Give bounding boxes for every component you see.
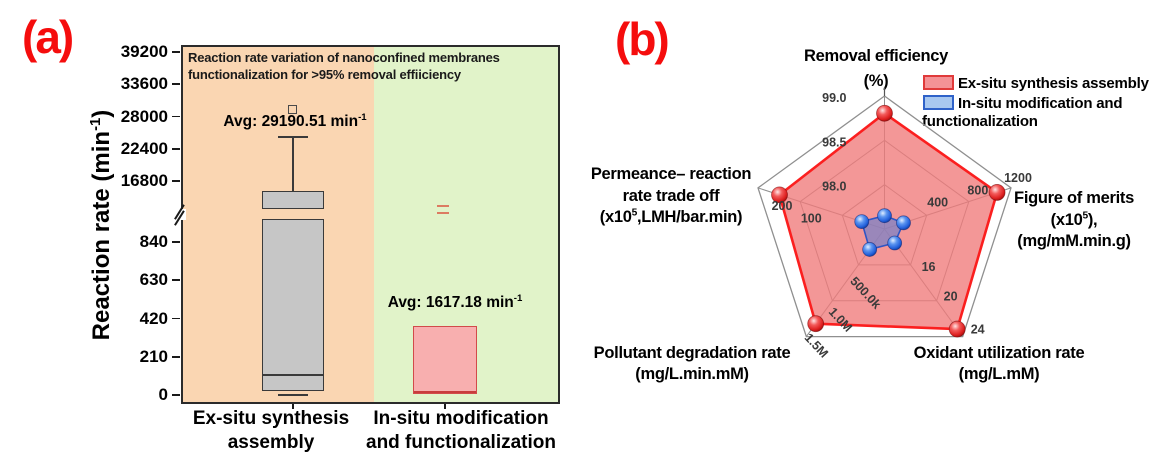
- y-tick-label: 840: [139, 232, 168, 251]
- mean-label-in-situ: Avg: 1617.18 min-1: [387, 292, 523, 311]
- y-tick-mark: [172, 241, 180, 243]
- y-tick-mark: [172, 115, 180, 118]
- category-in-situ-line2: and functionalization: [366, 432, 556, 453]
- annotation-line-1: Reaction rate variation of nanoconfined …: [188, 50, 500, 65]
- radar-tick-label: 99.0: [822, 91, 846, 105]
- radar-chart: 98.098.599.04008001200162024500.0k1.0M1.…: [757, 87, 1032, 361]
- y-tick-label: 28000: [120, 106, 168, 126]
- radar-tick-label: 20: [944, 290, 958, 304]
- y-tick-mark: [172, 355, 180, 358]
- radar-marker-in-situ: [854, 214, 870, 230]
- y-tick-mark: [172, 279, 180, 282]
- radar-tick-label: 1200: [1004, 171, 1032, 185]
- y-tick-mark: [172, 147, 180, 150]
- mean-marker-ex-situ: [288, 105, 297, 115]
- radar-tick-label: 400: [927, 195, 948, 209]
- radar-axis-title-removal-efficiency: Removal efficiency (%): [803, 47, 949, 90]
- category-in-situ-line1: In-situ modification: [373, 408, 549, 429]
- panel-a-label: (a): [22, 11, 74, 63]
- category-ex-situ-line1: Ex-situ synthesis: [192, 408, 350, 429]
- y-tick-label: 630: [139, 270, 168, 290]
- box-ex-situ-upper: [262, 191, 324, 210]
- radar-marker-in-situ: [877, 208, 892, 224]
- y-tick-label: 420: [139, 308, 168, 328]
- whisker-line-ex-situ: [292, 136, 294, 192]
- radar-tick-label: 800: [967, 184, 988, 198]
- median-line-ex-situ: [263, 374, 323, 376]
- y-tick-mark: [172, 180, 180, 182]
- y-tick-label: 210: [139, 346, 168, 366]
- radar-tick-label: 98.5: [822, 135, 846, 149]
- radar-axis-title-pollutant-degradation: Pollutant degradation rate (mg/L.min.mM): [593, 344, 791, 383]
- y-tick-mark: [172, 317, 180, 320]
- x-tick-mark: [292, 404, 294, 409]
- radar-marker-in-situ: [896, 215, 911, 231]
- category-ex-situ-line2: assembly: [227, 432, 315, 453]
- radar-marker-ex-situ: [807, 315, 825, 333]
- y-tick-mark: [172, 83, 180, 86]
- y-tick-mark: [172, 394, 180, 396]
- radar-marker-ex-situ: [771, 186, 788, 204]
- mean-label-ex-situ: Avg: 29190.51 min-1: [223, 111, 367, 130]
- radar-marker-ex-situ: [876, 104, 893, 122]
- radar-tick-label: 1.5M: [802, 331, 831, 361]
- box-ex-situ-lower: [262, 218, 324, 392]
- radar-grid-ring: [757, 95, 1012, 338]
- x-tick-mark: [444, 404, 446, 409]
- radar-marker-in-situ: [862, 242, 878, 257]
- y-tick-label: 22400: [120, 138, 168, 158]
- radar-tick-label: 24: [971, 323, 985, 337]
- median-line-in-situ: [414, 391, 476, 394]
- whisker-cap-low-ex-situ: [278, 393, 308, 396]
- y-tick-label: 39200: [120, 42, 168, 61]
- radar-axis-title-permeance-tradeoff: Permeance– reaction rate trade off (x105…: [590, 165, 752, 226]
- legend-label-in-situ-line2: functionalization: [922, 113, 1038, 130]
- radar-marker-in-situ: [887, 235, 903, 251]
- annotation-line-2: functionalization for >95% removal effii…: [188, 67, 461, 82]
- panel-b-label: (b): [615, 13, 670, 65]
- legend-swatch-ex-situ: [923, 75, 954, 90]
- radar-marker-ex-situ: [948, 320, 966, 338]
- whisker-cap-high-ex-situ: [278, 135, 308, 138]
- radar-axis-title-figure-of-merits: Figure of merits (x105), (mg/mM.min.g): [1014, 189, 1134, 250]
- y-tick-label: 33600: [120, 74, 168, 94]
- y-tick-label: 0: [158, 385, 168, 404]
- legend-label-in-situ-line1: In-situ modification and: [958, 95, 1123, 112]
- mean-marker-in-situ: [437, 211, 449, 214]
- legend-label-ex-situ: Ex-situ synthesis assembly: [958, 75, 1149, 92]
- radar-tick-label: 100: [801, 211, 822, 225]
- y-tick-label: 16800: [120, 171, 168, 190]
- radar-axis-title-oxidant-utilization: Oxidant utilization rate (mg/L.mM): [913, 344, 1085, 383]
- radar-tick-label: 98.0: [822, 180, 846, 194]
- radar-tick-label: 200: [772, 199, 793, 213]
- box-in-situ: [413, 325, 477, 395]
- radar-tick-label: 16: [922, 260, 936, 274]
- radar-marker-ex-situ: [988, 184, 1006, 201]
- y-tick-mark: [172, 51, 180, 53]
- boxplot-area: Reaction rate variation of nanoconfined …: [181, 45, 560, 404]
- legend-swatch-in-situ: [923, 95, 954, 110]
- mean-marker-in-situ: [437, 205, 449, 208]
